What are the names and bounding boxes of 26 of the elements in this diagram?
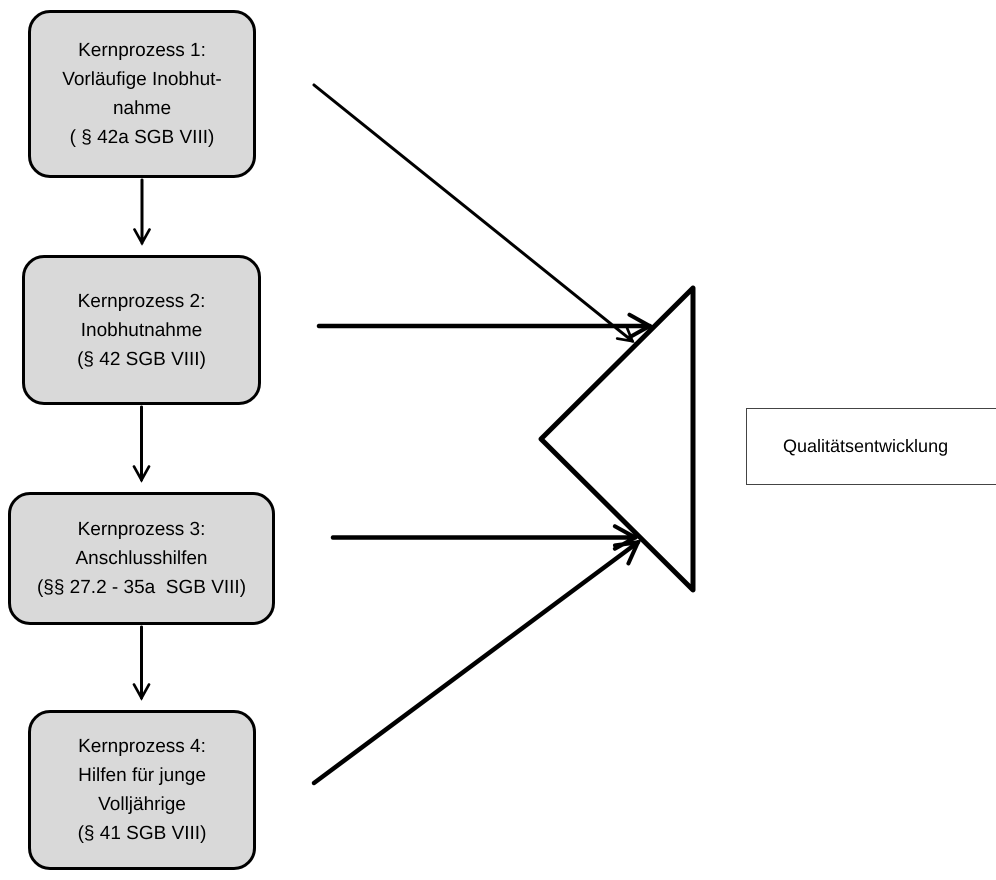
arrow: [312, 540, 640, 786]
arrow: [132, 626, 150, 700]
box-heading: Kernprozess 2:: [78, 290, 206, 314]
arrow: [312, 84, 634, 343]
box-text: ( § 42a SGB VIII): [70, 126, 214, 150]
box-text: (§ 41 SGB VIII): [78, 822, 206, 846]
box-heading: Kernprozess 4:: [78, 735, 206, 759]
process-box: [8, 492, 275, 625]
process-box: [28, 710, 256, 870]
process-box: [22, 255, 261, 405]
box-heading: Qualitätsentwicklung: [783, 436, 948, 457]
box-heading: Kernprozess 1:: [78, 39, 206, 63]
box-text: Anschlusshilfen: [75, 547, 208, 571]
triangle-shape: [538, 285, 696, 593]
box-text: Vorläufige Inobhut- nahme: [61, 68, 223, 121]
box-text: Inobhutnahme: [80, 318, 202, 342]
arrow: [316, 312, 652, 340]
process-box: [28, 10, 256, 178]
box-heading: Kernprozess 3:: [78, 518, 206, 542]
text-box: [746, 408, 996, 485]
arrow: [132, 406, 150, 482]
box-text: (§ 42 SGB VIII): [77, 348, 206, 372]
arrow: [330, 524, 638, 551]
box-text: Hilfen für junge Volljährige: [77, 764, 207, 817]
arrow: [133, 178, 151, 244]
box-text: (§§ 27.2 - 35a SGB VIII): [36, 576, 246, 600]
